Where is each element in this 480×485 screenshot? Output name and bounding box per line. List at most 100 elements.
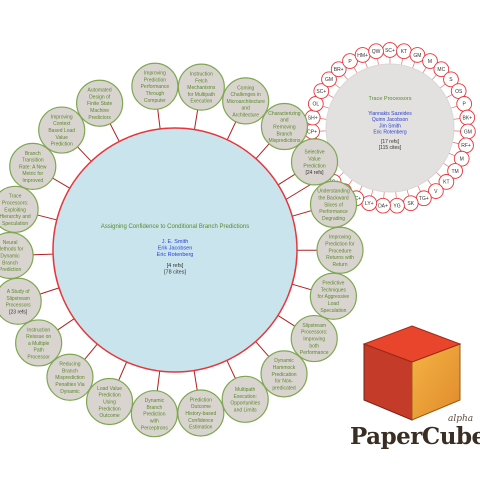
satellite-refs: [24 refs]: [305, 170, 324, 176]
secondary-node-title: Trace Processors: [369, 96, 412, 102]
satellite-title-line: Methods for: [0, 247, 24, 253]
secondary-satellite-label: TG+: [419, 196, 429, 202]
satellite-title-line: Prediction: [98, 393, 120, 399]
secondary-satellite[interactable]: SC+: [383, 43, 398, 58]
secondary-node-author: Yiannakis Sazeides: [368, 111, 412, 117]
secondary-satellite-label: SC+: [316, 89, 326, 95]
satellite-title-line: Rate: A New: [19, 164, 47, 170]
satellite-paper-node[interactable]: SlipstreamProcessors:ImprovingbothPerfor…: [291, 316, 337, 362]
satellite-title-line: Removing: [273, 125, 296, 131]
secondary-satellite[interactable]: P: [457, 96, 472, 111]
secondary-satellite-label: OS: [455, 89, 463, 95]
satellite-paper-node[interactable]: Load ValuePredictionUsingPredictionOutco…: [87, 378, 133, 424]
satellite-title-line: Speculation: [320, 308, 346, 314]
satellite-title-line: for Non-: [275, 379, 293, 385]
satellite-title-line: Dynamic: [274, 358, 294, 364]
secondary-satellite-label: BK+: [462, 115, 472, 121]
satellite-title-line: Estimation: [189, 425, 213, 431]
satellite-title-line: Mechanisms: [187, 85, 216, 91]
satellite-title-line: Metric for: [22, 171, 43, 177]
satellite-title-line: Processors:: [301, 330, 327, 336]
satellite-title-line: Perceptrons: [141, 425, 168, 431]
satellite-title-line: Based Load: [48, 128, 75, 134]
satellite-paper-node[interactable]: ImprovingPredictionPerformanceThroughCom…: [132, 63, 178, 109]
satellite-title-line: Hierarchy and: [0, 214, 31, 220]
satellite-title-line: Context: [53, 121, 71, 127]
secondary-node-author: Quinn Jacobson: [372, 117, 408, 123]
satellite-title-line: Opportunities: [230, 401, 260, 407]
satellite-title-line: Finite State: [87, 101, 113, 107]
satellite-title-line: Neural: [3, 240, 18, 246]
satellite-title-line: Dynamic: [0, 253, 20, 259]
secondary-satellite-label: BR+: [334, 67, 344, 73]
satellite-title-line: Fetch: [195, 78, 208, 84]
satellite-title-line: Using: [103, 399, 116, 405]
satellite-title-line: Improving: [303, 337, 325, 343]
satellite-title-line: Load Value: [97, 386, 122, 392]
secondary-satellite[interactable]: BK+: [460, 110, 475, 125]
satellite-title-line: History-based: [185, 411, 216, 417]
satellite-title-line: Prediction: [0, 267, 21, 273]
secondary-satellite-label: TM: [451, 169, 458, 175]
satellite-title-line: the Backward: [318, 195, 349, 201]
logo-wordmark: PaperCube: [350, 423, 480, 450]
secondary-satellite[interactable]: RF+: [459, 138, 474, 153]
satellite-title-line: Prediction for: [325, 241, 355, 247]
secondary-satellite[interactable]: GM: [461, 124, 476, 139]
satellite-title-line: Confidence: [188, 418, 214, 424]
secondary-satellite[interactable]: HM+: [355, 48, 370, 63]
satellite-title-line: Through: [146, 91, 165, 97]
satellite-title-line: Improved: [22, 178, 43, 184]
secondary-satellite[interactable]: KT: [397, 44, 412, 59]
secondary-satellite[interactable]: TG+: [416, 191, 431, 206]
secondary-satellite-label: KT: [401, 49, 407, 55]
focus-paper-author: Eric Rotenberg: [157, 252, 194, 258]
satellite-title-line: Improving: [144, 71, 166, 77]
secondary-satellite[interactable]: LY+: [362, 196, 377, 211]
satellite-title-line: Branch: [25, 151, 41, 157]
satellite-title-line: Outcome: [191, 404, 212, 410]
papercube-logo: PaperCube alpha: [350, 320, 475, 465]
satellite-paper-node[interactable]: PredictionOutcomeHistory-basedConfidence…: [178, 390, 224, 436]
satellite-title-line: Branch: [146, 405, 162, 411]
satellite-title-line: Prediction: [303, 163, 325, 169]
focus-paper-refs: [4 refs]: [167, 263, 184, 269]
secondary-satellite-label: OL: [312, 102, 319, 108]
satellite-paper-node[interactable]: CharacterizingandRemovingBranchMispredic…: [261, 104, 307, 150]
satellite-title-line: Branch: [277, 131, 293, 137]
secondary-satellite-label: YG: [393, 203, 400, 209]
satellite-title-line: Challenges in: [231, 92, 262, 98]
satellite-title-line: Speculation: [2, 221, 28, 227]
satellite-title-line: Predictors: [88, 115, 111, 121]
satellite-title-line: Degrading: [322, 216, 345, 222]
satellite-title-line: Automated: [88, 88, 112, 94]
satellite-title-line: Value: [55, 135, 68, 141]
logo-alpha-tag: alpha: [448, 414, 473, 424]
secondary-satellite-label: GM: [413, 53, 421, 59]
secondary-satellite[interactable]: YG: [390, 198, 405, 213]
secondary-satellite[interactable]: SK: [403, 196, 418, 211]
satellite-title-line: Mispredictions: [268, 138, 300, 144]
satellite-title-line: Performance: [300, 350, 329, 356]
secondary-satellite[interactable]: DA+: [376, 198, 391, 213]
secondary-satellite[interactable]: QW: [369, 44, 384, 59]
satellite-title-line: Value: [308, 156, 321, 162]
satellite-title-line: Misprediction: [55, 375, 85, 381]
